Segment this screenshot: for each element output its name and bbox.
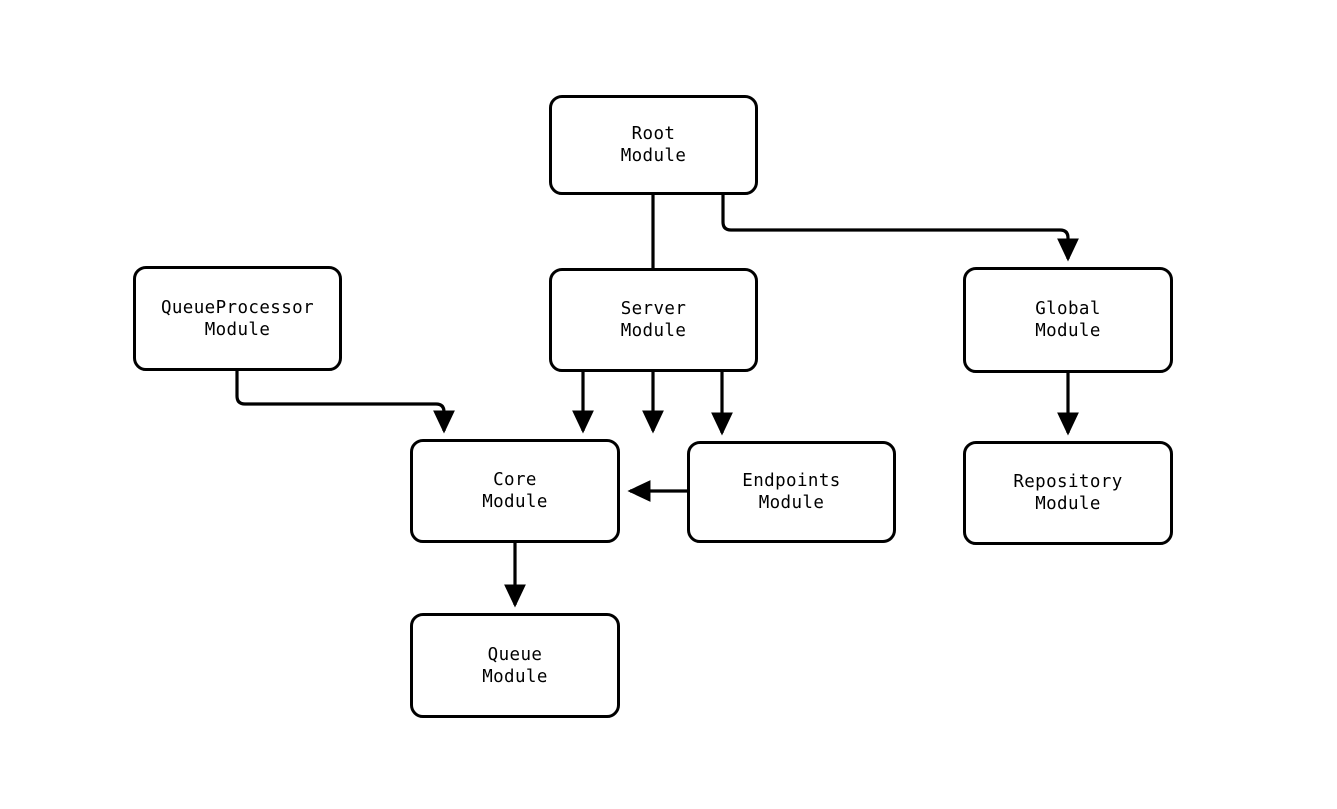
node-queueprocessor-label-line2: Module bbox=[204, 319, 271, 340]
node-queue-label-line2: Module bbox=[482, 666, 548, 687]
edge-root-global bbox=[721, 195, 1079, 262]
node-core-label-line2: Module bbox=[482, 492, 548, 512]
node-root[interactable]: Root Module bbox=[549, 95, 758, 195]
node-server-label-line1: Server bbox=[620, 299, 687, 319]
node-core-label-line1: Core bbox=[493, 470, 537, 490]
node-repository-label-line1: Repository bbox=[1013, 472, 1123, 492]
node-repository[interactable]: Repository Module bbox=[963, 441, 1173, 545]
edge-queueprocessor-core bbox=[235, 371, 455, 434]
node-queueprocessor[interactable]: QueueProcessor Module bbox=[133, 266, 342, 371]
node-global-label-line1: Global bbox=[1035, 299, 1101, 319]
node-endpoints-label-line2: Module bbox=[758, 493, 825, 513]
node-repository-label-line2: Module bbox=[1035, 494, 1101, 514]
node-server-label-line2: Module bbox=[620, 321, 687, 341]
node-endpoints-label-line1: Endpoints bbox=[742, 471, 841, 491]
node-endpoints[interactable]: Endpoints Module bbox=[687, 441, 896, 543]
node-queueprocessor-label-line1: QueueProcessor bbox=[160, 297, 315, 318]
node-queue-label-line1: Queue bbox=[487, 644, 543, 665]
node-global-label-line2: Module bbox=[1035, 321, 1101, 341]
node-server[interactable]: Server Module bbox=[549, 268, 758, 372]
node-core[interactable]: Core Module bbox=[410, 439, 620, 543]
node-queue[interactable]: Queue Module bbox=[410, 613, 620, 718]
node-global[interactable]: Global Module bbox=[963, 267, 1173, 373]
node-root-label-line1: Root bbox=[631, 124, 676, 144]
node-root-label-line2: Module bbox=[620, 146, 687, 166]
